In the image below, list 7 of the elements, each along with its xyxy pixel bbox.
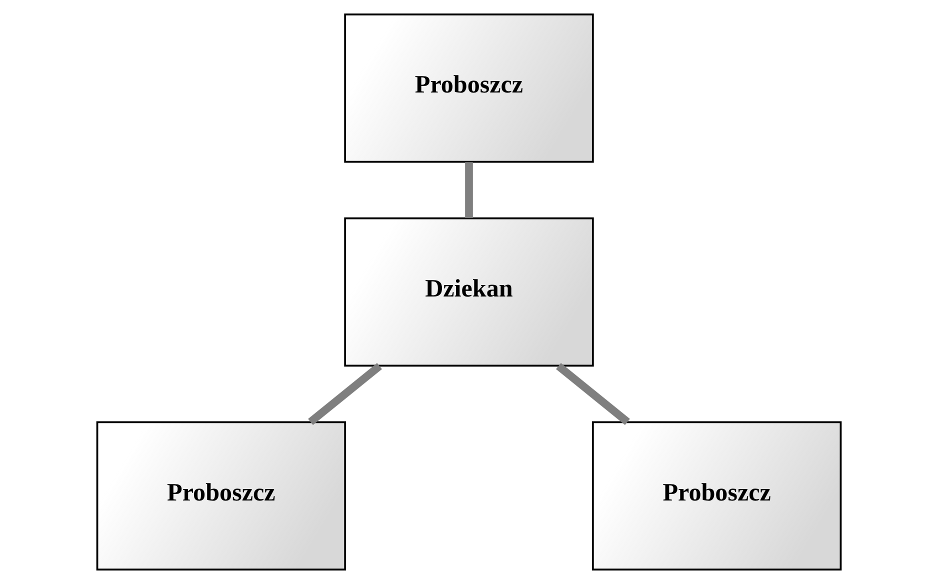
connector [308,363,382,425]
node-box: Proboszcz [592,421,842,571]
node-box: Proboszcz [344,13,594,163]
connector [465,162,473,218]
node-box: Dziekan [344,217,594,367]
node-box: Proboszcz [96,421,346,571]
connector [556,363,630,425]
